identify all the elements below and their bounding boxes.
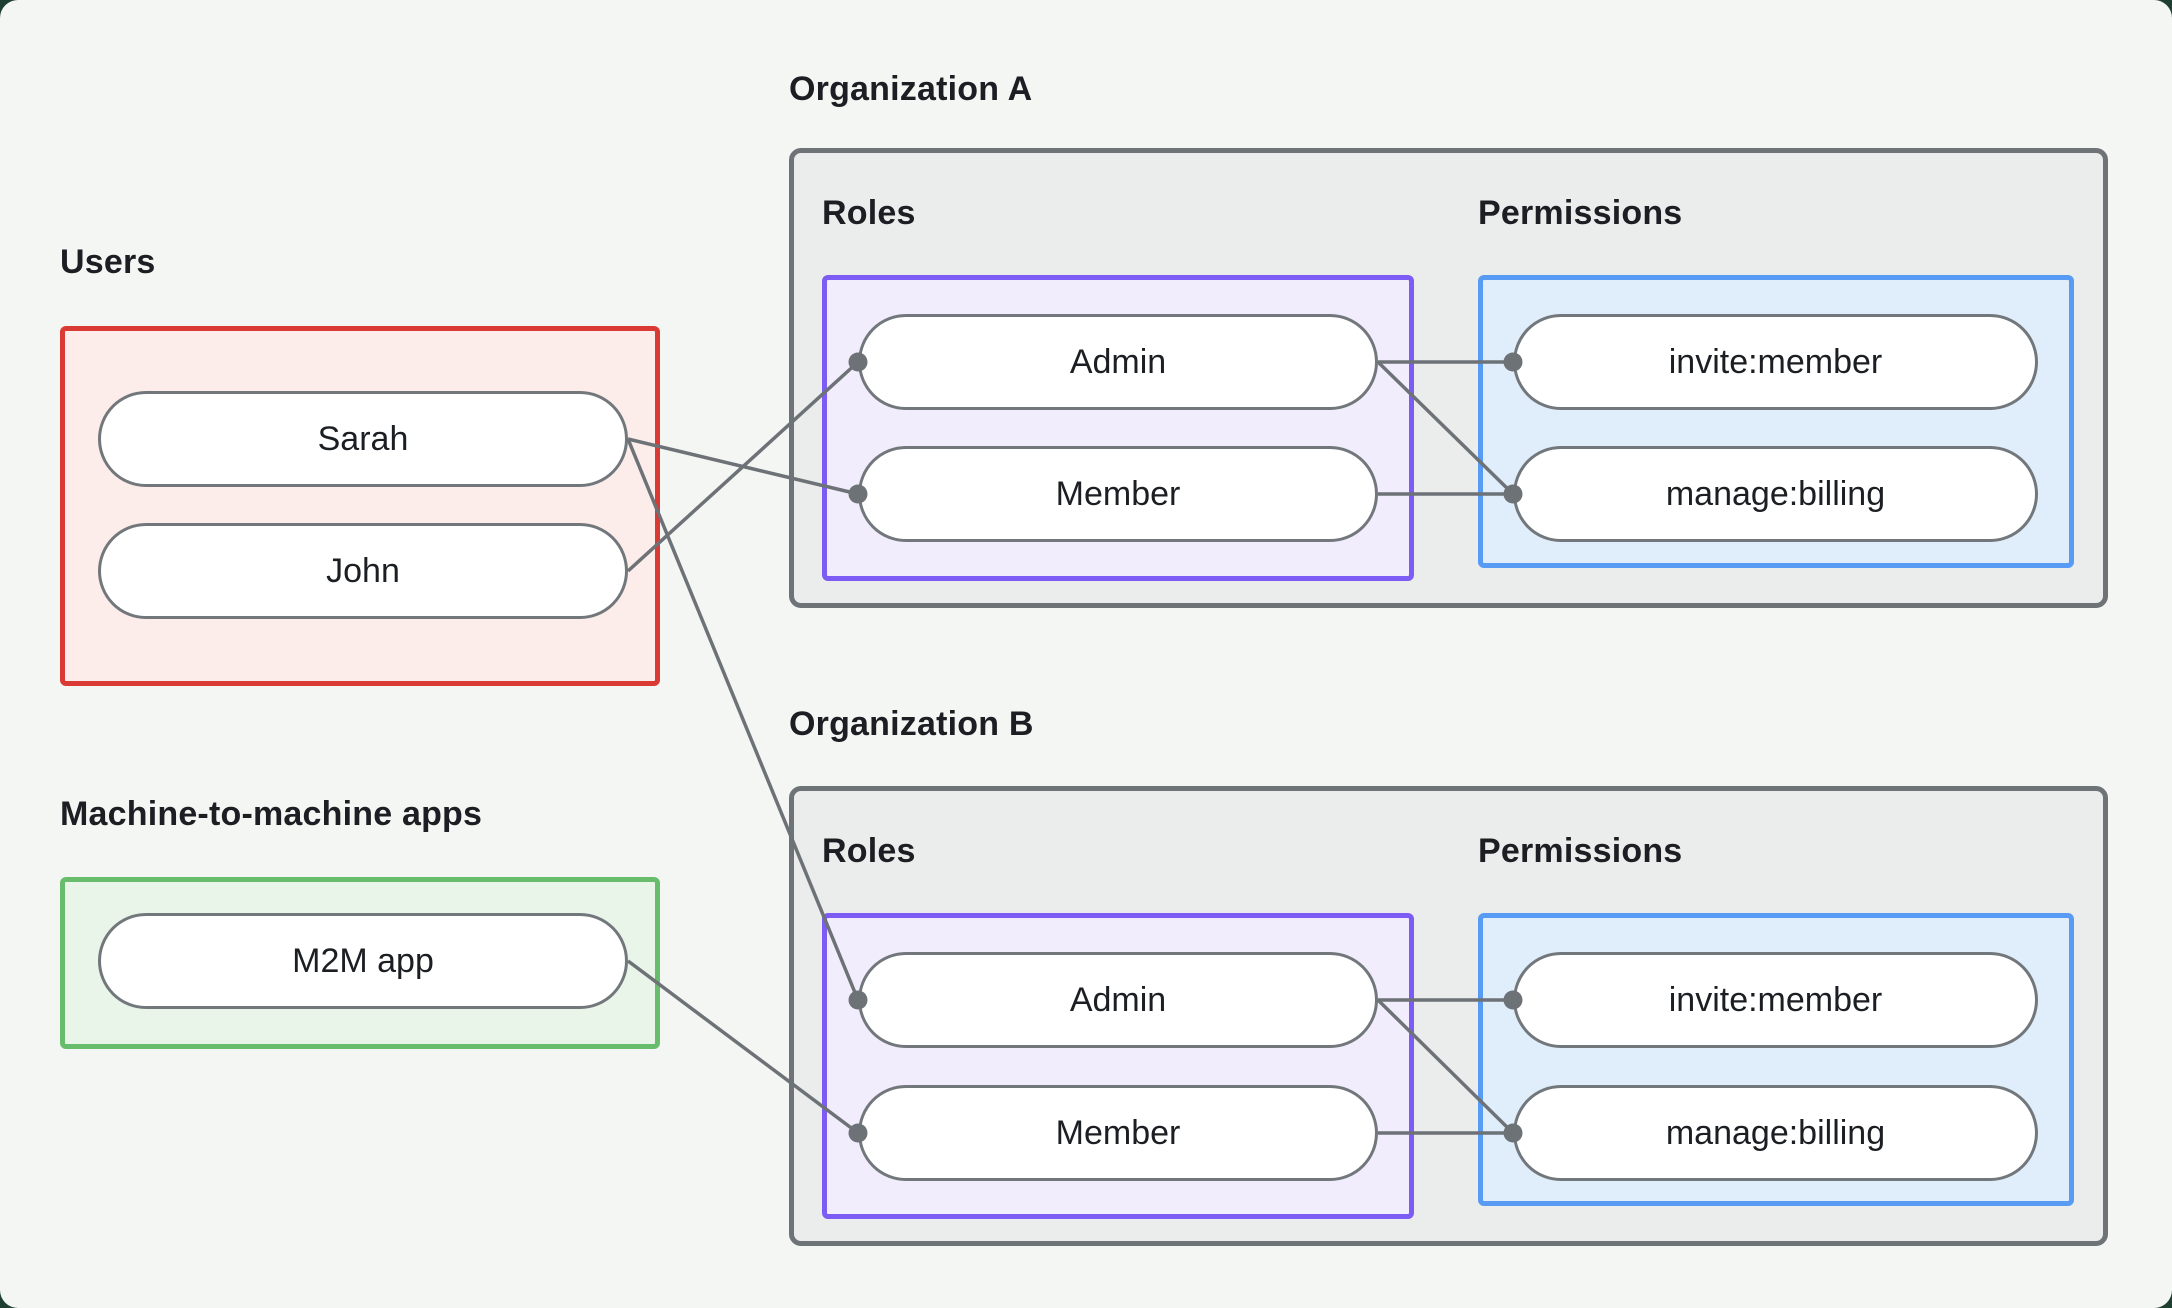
org-a-role-admin: Admin bbox=[858, 314, 1378, 410]
org-a-permission-manage-billing: manage:billing bbox=[1513, 446, 2038, 542]
user-node-john-label: John bbox=[326, 551, 400, 590]
org-a-label: Organization A bbox=[789, 70, 1033, 108]
org-a-permission-invite-member: invite:member bbox=[1513, 314, 2038, 410]
m2m-node-app-label: M2M app bbox=[292, 941, 434, 980]
org-b-permission-invite-member: invite:member bbox=[1513, 952, 2038, 1048]
org-b-permission-invite-member-label: invite:member bbox=[1668, 980, 1883, 1019]
users-group-box bbox=[60, 326, 660, 686]
user-node-sarah-label: Sarah bbox=[317, 419, 409, 458]
m2m-node-app: M2M app bbox=[98, 913, 628, 1009]
user-node-sarah: Sarah bbox=[98, 391, 628, 487]
org-a-role-admin-label: Admin bbox=[1069, 342, 1167, 381]
org-a-permission-invite-member-label: invite:member bbox=[1668, 342, 1883, 381]
org-b-label: Organization B bbox=[789, 705, 1034, 743]
org-a-role-member: Member bbox=[858, 446, 1378, 542]
org-a-permission-manage-billing-label: manage:billing bbox=[1665, 474, 1886, 513]
org-b-role-member-label: Member bbox=[1055, 1113, 1181, 1152]
org-a-permissions-label: Permissions bbox=[1478, 194, 1683, 232]
org-b-permissions-label: Permissions bbox=[1478, 832, 1683, 870]
m2m-group-label: Machine-to-machine apps bbox=[60, 795, 483, 833]
org-b-permission-manage-billing: manage:billing bbox=[1513, 1085, 2038, 1181]
org-b-roles-label: Roles bbox=[822, 832, 916, 870]
org-a-roles-label: Roles bbox=[822, 194, 916, 232]
org-b-role-member: Member bbox=[858, 1085, 1378, 1181]
org-b-role-admin: Admin bbox=[858, 952, 1378, 1048]
users-group-label: Users bbox=[60, 243, 156, 281]
org-b-role-admin-label: Admin bbox=[1069, 980, 1167, 1019]
org-a-role-member-label: Member bbox=[1055, 474, 1181, 513]
org-b-permission-manage-billing-label: manage:billing bbox=[1665, 1113, 1886, 1152]
user-node-john: John bbox=[98, 523, 628, 619]
